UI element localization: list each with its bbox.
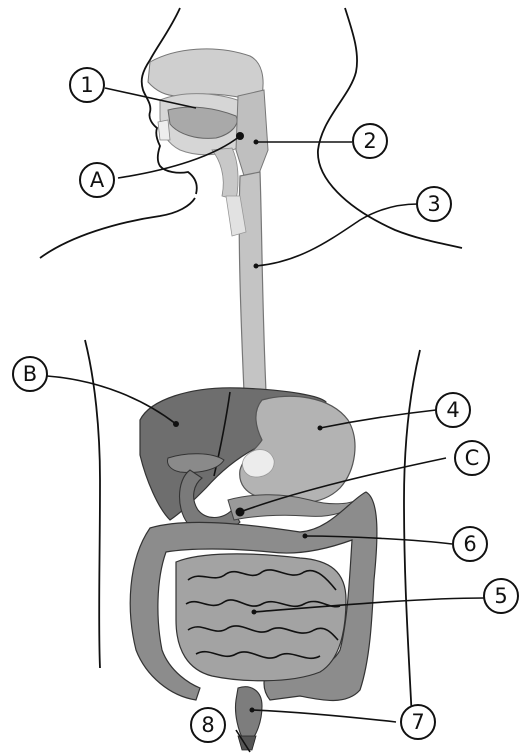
callout-3: 3 <box>417 187 451 221</box>
callout-6: 6 <box>453 527 487 561</box>
rectum <box>235 687 262 742</box>
callout-6-label: 6 <box>463 532 476 556</box>
esophagus <box>239 172 266 392</box>
callout-5: 5 <box>484 579 518 613</box>
callout-3-label: 3 <box>427 192 440 216</box>
callout-1: 1 <box>70 68 104 102</box>
callout-7: 7 <box>401 705 435 739</box>
small-intestine <box>176 554 346 681</box>
callout-c-label: C <box>465 446 480 470</box>
callout-c: C <box>455 441 489 475</box>
callout-2: 2 <box>353 124 387 158</box>
callout-8-label: 8 <box>201 713 214 737</box>
callout-b-label: B <box>23 362 37 386</box>
callout-4: 4 <box>436 393 470 427</box>
callout-8: 8 <box>191 708 225 742</box>
callout-4-label: 4 <box>446 398 459 422</box>
callout-a-label: A <box>90 168 105 192</box>
callout-b: B <box>13 357 47 391</box>
callout-1-label: 1 <box>80 73 93 97</box>
callout-a: A <box>80 163 114 197</box>
callout-7-label: 7 <box>411 710 424 734</box>
callout-2-label: 2 <box>363 129 376 153</box>
callout-5-label: 5 <box>494 584 507 608</box>
